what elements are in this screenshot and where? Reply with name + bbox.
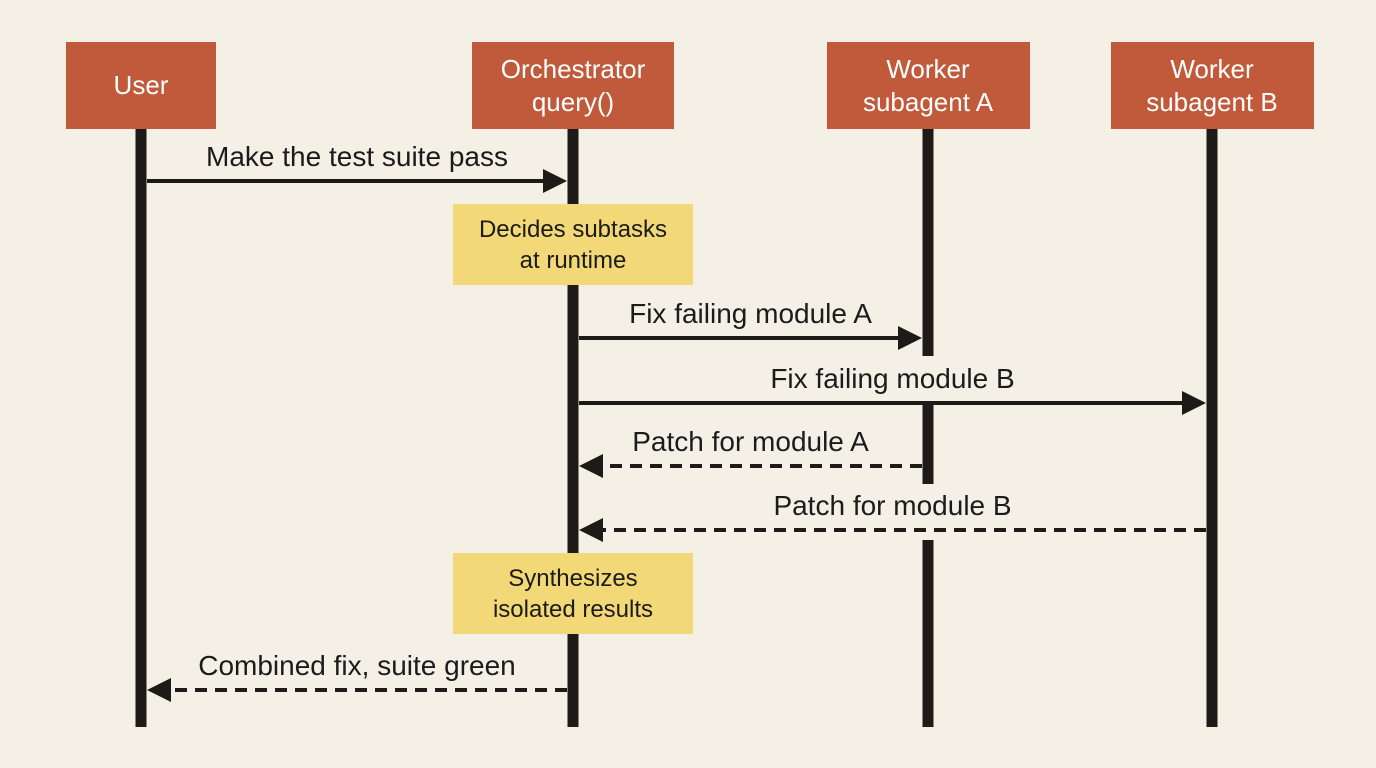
note-decides-subtasks: Decides subtasks at runtime [453,204,693,285]
lifeline-gap [921,356,935,402]
actor-worker-subagent-b: Worker subagent B [1110,42,1314,129]
message-arrowhead-2 [1182,391,1206,415]
message-arrowhead-3 [579,454,603,478]
message-arrowhead-1 [898,326,922,350]
message-label-combined-fix: Combined fix, suite green [198,650,516,681]
actor-orchestrator: Orchestrator query() [472,42,674,129]
message-arrowhead-5 [147,678,171,702]
message-label-patch-module-a: Patch for module A [632,426,869,457]
lifeline-gap [921,484,935,540]
message-label-make-test-suite-pass: Make the test suite pass [206,141,508,172]
note-synthesizes-results: Synthesizes isolated results [453,553,693,634]
message-label-fix-module-b: Fix failing module B [770,363,1015,394]
message-arrowhead-0 [543,169,567,193]
message-arrowhead-4 [579,518,603,542]
message-label-patch-module-b: Patch for module B [773,490,1012,521]
actor-worker-subagent-a: Worker subagent A [826,42,1030,129]
message-label-fix-module-a: Fix failing module A [629,298,872,329]
actor-user: User [66,42,216,129]
